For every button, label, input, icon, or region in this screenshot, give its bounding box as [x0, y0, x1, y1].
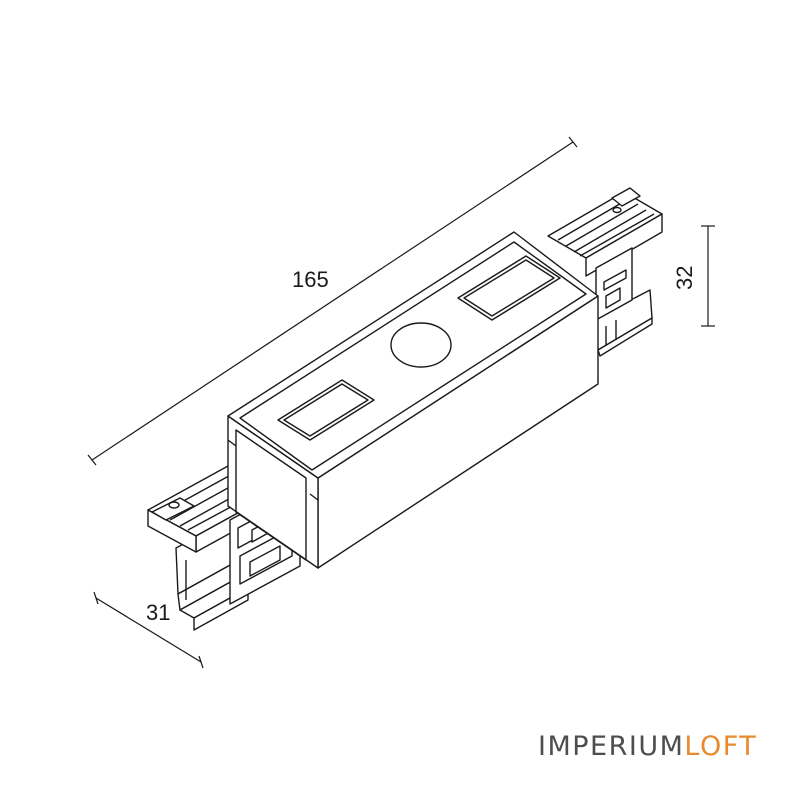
track-connector — [147, 187, 663, 631]
dimension-height — [701, 225, 715, 327]
rectangular-cutout-far — [457, 255, 561, 321]
dimension-length-label: 165 — [292, 267, 329, 292]
rail-end-far — [547, 187, 663, 357]
dimension-height-label: 32 — [672, 266, 697, 290]
brand-logo-accent: LOFT — [684, 731, 758, 762]
brand-logo-primary: IMPERIUM — [538, 731, 685, 762]
dimension-length — [87, 136, 578, 466]
housing-top-features — [277, 255, 561, 441]
round-opening — [390, 322, 452, 368]
dimension-width — [93, 591, 204, 669]
brand-logo: IMPERIUMLOFT — [538, 733, 757, 760]
dimension-width-label: 31 — [146, 600, 170, 625]
rectangular-cutout-near — [277, 379, 375, 441]
